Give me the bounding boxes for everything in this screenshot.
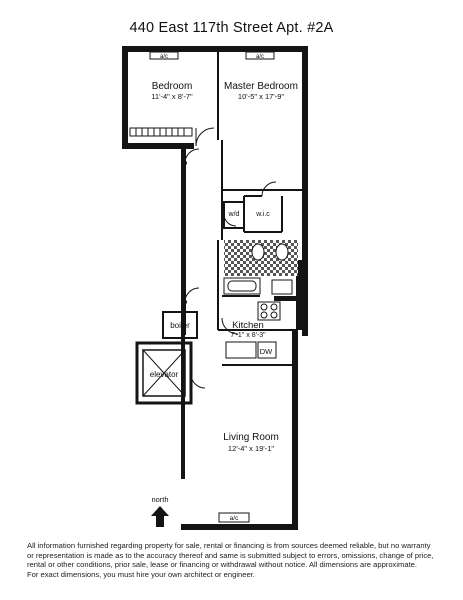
master-bedroom-dims: 10'-5" x 17'-9"	[238, 92, 284, 101]
ac-units	[149, 51, 275, 523]
floor-plan: a/c a/c a/c Bedroom 11'-4" x 8'-7" Maste…	[122, 46, 308, 530]
living-room-name: Living Room	[223, 432, 279, 443]
wic-label: w.i.c	[255, 211, 270, 218]
kitchen-appliances	[225, 301, 281, 359]
ac-label-bedroom: a/c	[160, 54, 168, 60]
interior-walls	[135, 52, 302, 405]
living-room-dims: 12'-4" x 19'-1"	[228, 444, 274, 453]
boiler-label: boiler	[170, 321, 190, 330]
ac-label-master: a/c	[256, 54, 264, 60]
bath-fixtures	[223, 243, 293, 295]
dw-label: DW	[260, 347, 273, 356]
north-label: north	[151, 495, 168, 504]
radiator-bedroom	[129, 127, 193, 137]
door-leaves	[183, 161, 187, 304]
wd-label: w/d	[228, 211, 240, 218]
disclaimer-line: or representation is made as to the accu…	[27, 550, 434, 560]
north-arrow-icon	[151, 506, 169, 527]
kitchen-dims: 7'-1" x 8'-3"	[230, 332, 266, 339]
disclaimer: All information furnished regarding prop…	[27, 541, 442, 579]
walls	[122, 46, 308, 530]
kitchen-name: Kitchen	[232, 320, 264, 331]
disclaimer-line: For exact dimensions, you must hire your…	[27, 569, 255, 579]
disclaimer-line: All information furnished regarding prop…	[27, 541, 431, 550]
bathroom-tiles	[224, 240, 272, 276]
bedroom-dims: 11'-4" x 8'-7"	[151, 92, 193, 101]
plan-title: 440 East 117th Street Apt. #2A	[129, 20, 334, 36]
master-bedroom-name: Master Bedroom	[224, 81, 298, 92]
radiator-lines	[135, 128, 185, 136]
ac-label-living: a/c	[230, 515, 239, 522]
elevator-label: elevator	[150, 370, 179, 379]
bedroom-name: Bedroom	[152, 81, 193, 92]
disclaimer-line: rental or other conditions, prior sale, …	[27, 560, 418, 570]
